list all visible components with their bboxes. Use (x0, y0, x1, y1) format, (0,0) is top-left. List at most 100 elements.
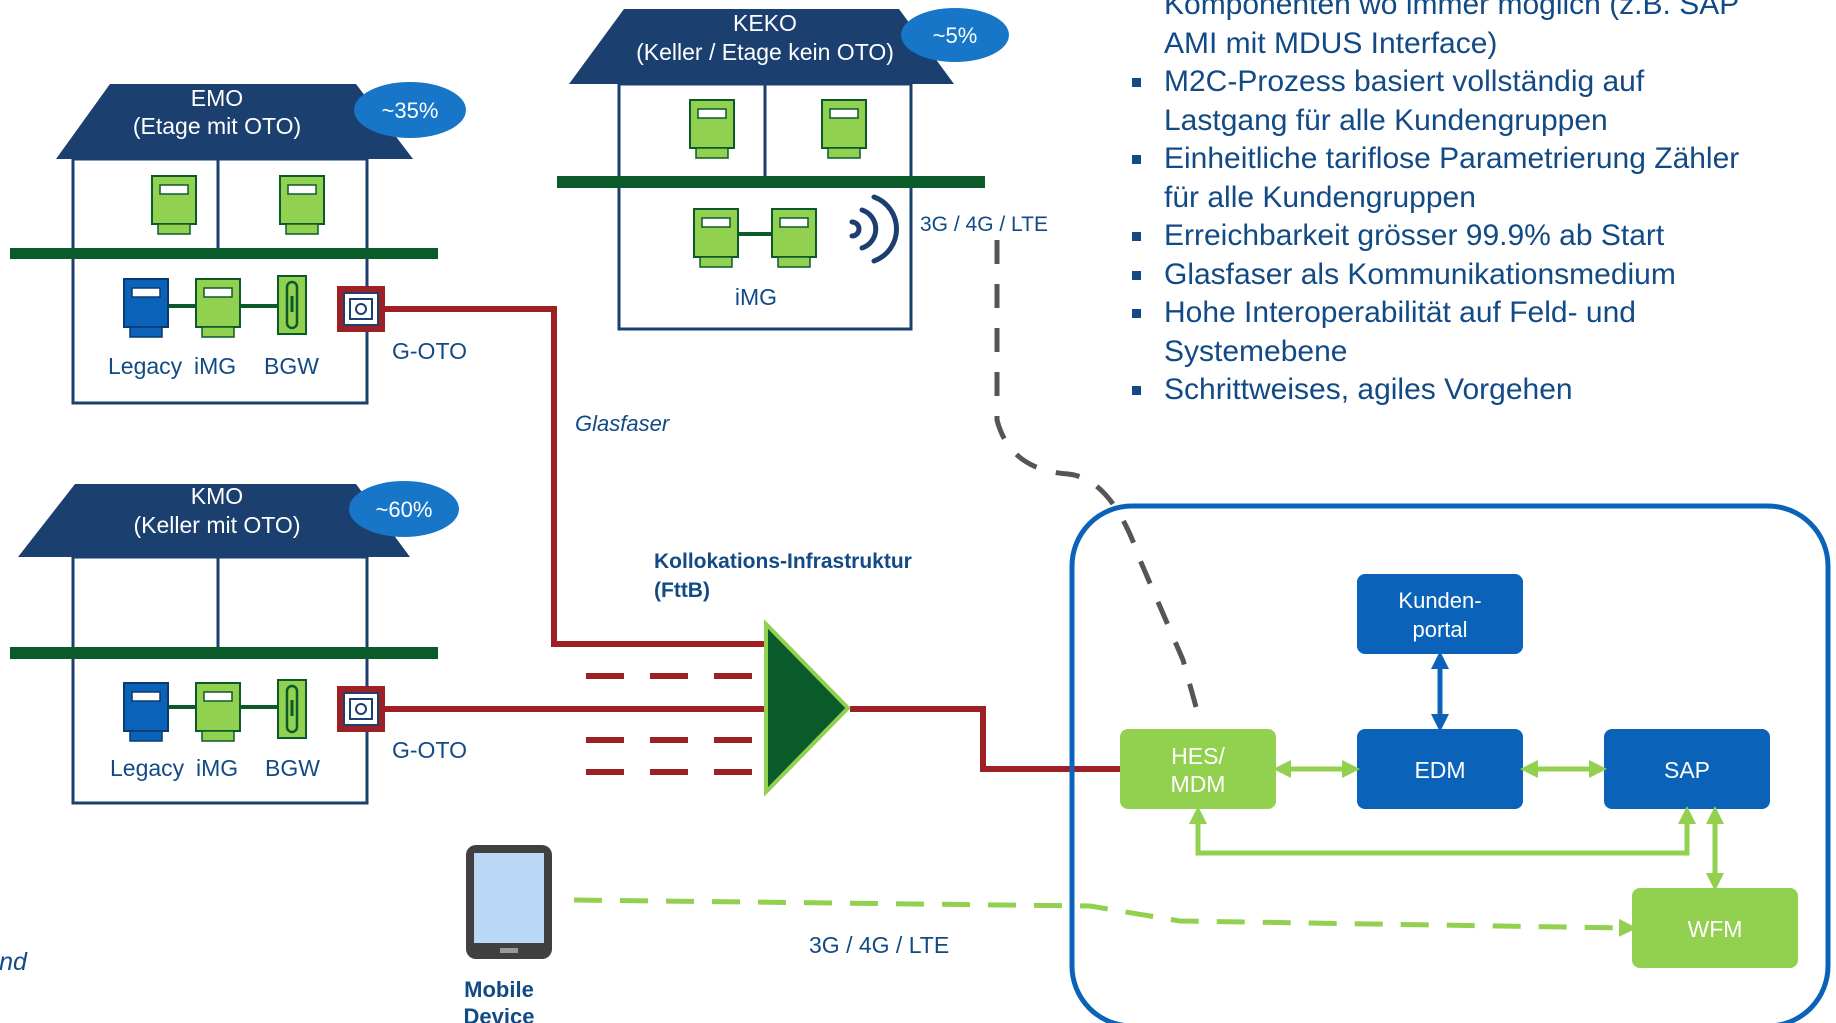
legend-fragment: stehend u (0, 944, 27, 1016)
bullet-item: Hohe Interoperabilität auf Feld- und Sys… (1126, 294, 1826, 371)
bullet-text: für alle Kundengruppen (1164, 180, 1476, 214)
sap-box (1604, 729, 1770, 809)
building-title: EMO (191, 85, 243, 111)
bullet-text: Lastgang für alle Kundengruppen (1164, 103, 1608, 137)
building-subtitle: (Keller / Etage kein OTO) (636, 39, 894, 65)
building-title: KEKO (733, 10, 797, 36)
mobile-link-label: 3G / 4G / LTE (809, 932, 949, 958)
building-keko: KEKO (Keller / Etage kein OTO) ~5% iMG 3… (557, 8, 1048, 331)
bullet-text: Schrittweises, agiles Vorgehen (1164, 373, 1573, 406)
bullet-text: M2C-Prozess basiert vollständig auf (1164, 65, 1645, 98)
fiber-network (385, 306, 1124, 775)
colocation-label: (FttB) (654, 579, 710, 602)
roof-emo (56, 84, 413, 159)
bgw-label: BGW (264, 353, 319, 379)
floor-slab (10, 248, 438, 259)
legend-text: stehend (0, 948, 27, 976)
bullet-text: Einheitliche tariflose Parametrierung Zä… (1164, 142, 1740, 175)
meter-icon (151, 175, 197, 235)
hes-mdm-box (1120, 729, 1276, 809)
img-meter-icon (195, 278, 241, 338)
img-meter-icon (771, 208, 817, 268)
bgw-icon (276, 274, 308, 336)
legacy-meter-icon (123, 278, 169, 338)
meter-icon (279, 175, 325, 235)
bgw-icon (276, 678, 308, 740)
system-boxes: Kunden- portal HES/ MDM EDM SAP WFM (1120, 574, 1798, 968)
bullet-text: AMI mit MDUS Interface) (1164, 26, 1498, 60)
legacy-label: Legacy (108, 353, 183, 379)
hes-sap-connector (1189, 806, 1696, 856)
bullet-text: Systemebene (1164, 334, 1348, 368)
system-connectors (1189, 651, 1724, 891)
meter-icon (689, 99, 735, 159)
kundenportal-label: Kunden- (1398, 588, 1481, 613)
bullet-text: Hohe Interoperabilität auf Feld- und (1164, 296, 1636, 329)
floor-slab (10, 647, 438, 659)
bullet-item: Erreichbarkeit grösser 99.9% ab Start (1126, 217, 1826, 256)
img-meter-icon (195, 682, 241, 742)
building-subtitle: (Etage mit OTO) (133, 113, 301, 139)
kundenportal-label: portal (1412, 617, 1467, 642)
floor-slab (557, 176, 985, 188)
oto-socket-icon (336, 685, 386, 733)
oto-label: G-OTO (392, 737, 467, 763)
bullet-item: Schrittweises, agiles Vorgehen (1126, 371, 1826, 410)
bullet-text: Erreichbarkeit grösser 99.9% ab Start (1164, 219, 1665, 252)
bullet-item: Einheitliche tariflose Parametrierung Zä… (1126, 140, 1826, 217)
fiber-dashes (586, 673, 768, 775)
colocation-splitter-icon (764, 619, 851, 797)
meter-icon (821, 99, 867, 159)
fiber-label: Glasfaser (575, 411, 671, 436)
oto-socket-icon (336, 285, 386, 333)
bgw-label: BGW (265, 755, 320, 781)
legacy-meter-icon (123, 682, 169, 742)
bullet-item: M2C-Prozess basiert vollständig auf Last… (1126, 63, 1826, 140)
building-kmo: KMO (Keller mit OTO) ~60% Legacy iMG BGW… (10, 481, 467, 805)
mobile-link (573, 897, 1637, 937)
img-meter-icon (693, 208, 739, 268)
oto-label: G-OTO (392, 338, 467, 364)
bullet-item: Glasfaser als Kommunikationsmedium (1126, 256, 1826, 295)
hes-mdm-label: MDM (1171, 771, 1226, 797)
mobile-device-icon (466, 845, 552, 959)
share-badge-text: ~5% (933, 23, 978, 48)
fiber-line-emo (385, 306, 768, 647)
edm-box (1357, 729, 1523, 809)
bullet-text: Komponenten wo immer möglich (z.B. SAP (1164, 0, 1740, 21)
share-badge-text: ~60% (376, 497, 433, 522)
mobile-device-label: Mobile (464, 977, 534, 1002)
img-label: iMG (196, 755, 238, 781)
walls-kmo (71, 555, 369, 805)
requirements-list: Komponenten wo immer möglich (z.B. SAP A… (1126, 0, 1826, 410)
legacy-label: Legacy (110, 755, 185, 781)
img-label: iMG (735, 284, 777, 310)
building-subtitle: (Keller mit OTO) (134, 512, 301, 538)
fiber-line-core (850, 706, 1124, 772)
building-emo: EMO (Etage mit OTO) ~35% Legacy iMG BGW … (10, 82, 467, 405)
wireless-icon (849, 194, 900, 264)
bullet-continuation: Komponenten wo immer möglich (z.B. SAP A… (1126, 0, 1826, 63)
mobile-device-label: Device (464, 1004, 535, 1023)
edm-label: EDM (1414, 757, 1465, 783)
radio-label: 3G / 4G / LTE (920, 213, 1048, 236)
img-label: iMG (194, 353, 236, 379)
colocation-label: Kollokations-Infrastruktur (654, 550, 912, 573)
kundenportal-box (1357, 574, 1523, 654)
legend-text: u (0, 980, 27, 1016)
roof-keko (569, 9, 954, 84)
share-badge-text: ~35% (382, 98, 439, 123)
share-badge (901, 8, 1009, 62)
wfm-box (1632, 888, 1798, 968)
radio-link (994, 240, 1201, 715)
building-title: KMO (191, 483, 243, 509)
share-badge (354, 82, 466, 138)
roof-kmo (18, 484, 410, 557)
bullet-text: Glasfaser als Kommunikationsmedium (1164, 257, 1676, 291)
sap-label: SAP (1664, 757, 1710, 783)
share-badge (349, 481, 459, 537)
wfm-label: WFM (1688, 916, 1743, 942)
backend-systems-frame (1069, 503, 1831, 1023)
hes-mdm-label: HES/ (1171, 743, 1225, 769)
